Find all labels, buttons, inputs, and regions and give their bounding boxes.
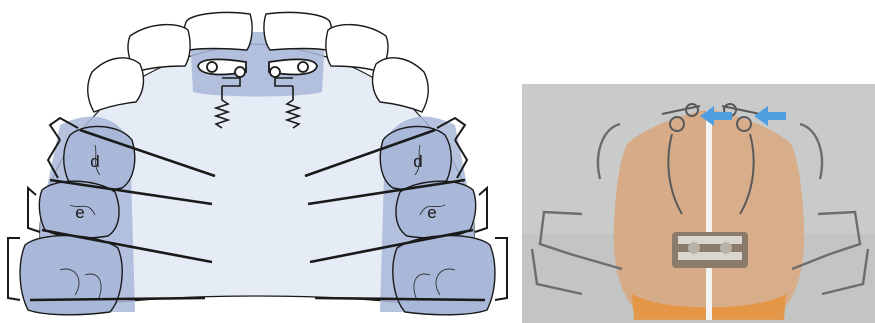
tooth-label-left-d: d bbox=[90, 152, 99, 171]
appliance-diagram: d e d e bbox=[0, 0, 515, 323]
tooth-label-left-e: e bbox=[75, 203, 84, 222]
tooth-label-right-e: e bbox=[427, 203, 436, 222]
appliance-photo bbox=[522, 84, 875, 323]
tooth-label-right-d: d bbox=[413, 152, 422, 171]
right-molars bbox=[380, 126, 495, 314]
expansion-screw bbox=[672, 232, 748, 268]
acrylic-halves bbox=[614, 110, 805, 320]
